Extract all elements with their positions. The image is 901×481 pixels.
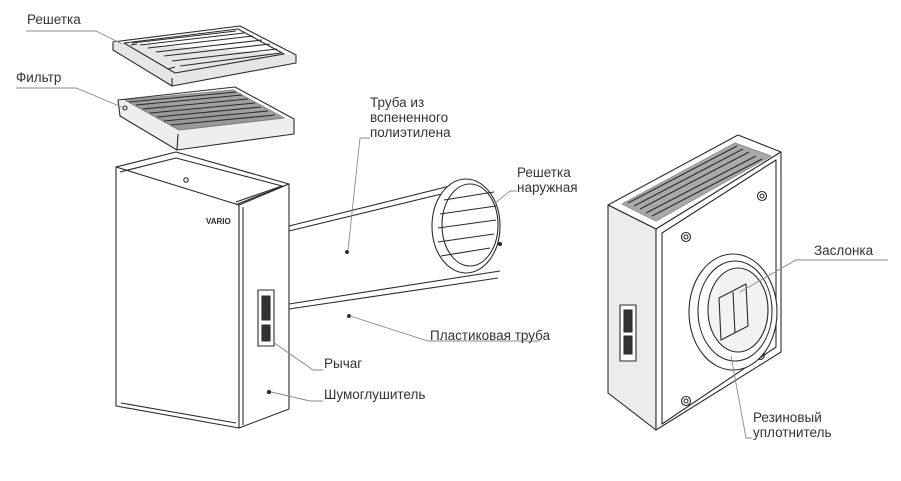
leader-grille [26,30,123,45]
silencer-box [115,151,290,429]
leader-silencer [270,391,323,402]
label-grille: Решетка [27,12,81,27]
label-rubber-seal-line-1: Резиновый [753,410,822,425]
label-damper: Заслонка [814,243,874,258]
label-silencer: Шумоглушитель [324,387,426,402]
label-foam-tube-line-2: вспененного [370,110,449,125]
assembled-unit [607,134,782,431]
brand-logo: VARIO [206,217,231,226]
label-outer-grille-line-1: Решетка [517,165,571,180]
label-foam-tube-line-3: полиэтилена [370,125,451,140]
leader-filter [16,87,125,109]
plastic-tube [288,178,503,318]
grille-part [112,25,297,87]
leader-damper [739,259,888,293]
leader-rubber-seal [730,355,752,439]
leader-foam-tube [347,137,370,251]
label-foam-tube: Труба из вспененного полиэтилена [370,95,451,140]
label-outer-grille: Решетка наружная [517,165,578,195]
label-outer-grille-line-2: наружная [517,180,578,195]
filter-part [117,86,295,151]
label-rubber-seal-line-2: уплотнитель [753,425,832,440]
label-foam-tube-line-1: Труба из [370,95,425,110]
label-filter: Фильтр [16,70,62,85]
leader-plastic-tube [349,315,540,342]
label-plastic-tube: Пластиковая труба [430,328,551,343]
label-lever: Рычаг [324,356,363,371]
leader-outer-grille [493,190,517,205]
label-rubber-seal: Резиновый уплотнитель [753,410,831,440]
leader-lever [272,341,323,371]
